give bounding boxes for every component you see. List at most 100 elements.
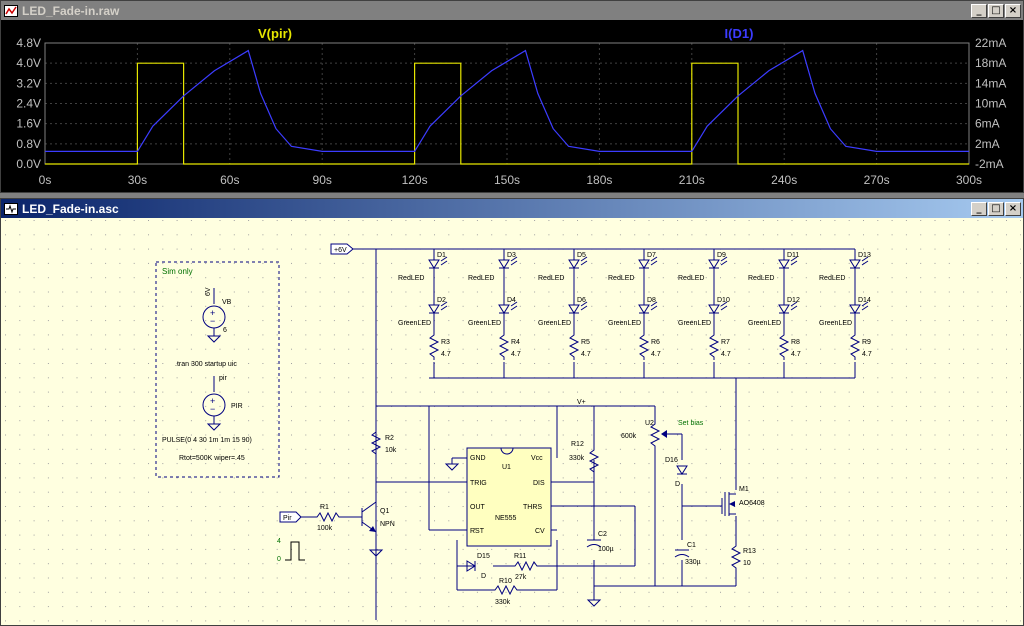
close-button[interactable]: × <box>1005 3 1021 18</box>
resistor-r3[interactable]: R34.7 <box>428 332 451 362</box>
x-tick: 120s <box>402 173 428 187</box>
transistor-q1[interactable]: Q1 NPN <box>361 501 395 557</box>
mosfet-m1[interactable]: M1 AO6408 <box>724 486 765 516</box>
led-array: D1RedLEDD2GreenLEDR34.7D3RedLEDD4GreenLE… <box>398 249 872 378</box>
close-button[interactable]: × <box>1005 201 1021 216</box>
svg-text:OUT: OUT <box>470 504 486 511</box>
svg-text:R11: R11 <box>514 553 526 560</box>
resistor-r9[interactable]: R94.7 <box>849 332 872 362</box>
schematic-canvas[interactable]: Sim only 6V + − VB 6 .tran 300 startup u… <box>5 220 1021 624</box>
svg-text:GND: GND <box>470 455 486 462</box>
waveform-app-icon <box>4 4 18 17</box>
svg-text:CV: CV <box>535 528 545 535</box>
resistor-r5[interactable]: R54.7 <box>568 332 591 362</box>
ground-icon <box>586 599 602 607</box>
resistor-r12[interactable]: R12 330k <box>569 441 600 476</box>
resistor-value: 4.7 <box>511 351 521 358</box>
sim-only-box[interactable]: Sim only 6V + − VB 6 .tran 300 startup u… <box>155 261 280 478</box>
rtot-spec[interactable]: Rtot=500K wiper=.45 <box>179 455 245 462</box>
led-name: D12 <box>787 297 800 304</box>
svg-text:TRIG: TRIG <box>470 480 487 487</box>
svg-text:Vcc: Vcc <box>531 455 543 462</box>
led-model: RedLED <box>468 275 494 282</box>
resistor-r2[interactable]: R2 10k <box>370 426 397 460</box>
schematic-app-icon <box>4 202 18 215</box>
y-left-tick: 3.2V <box>16 76 41 90</box>
resistor-r13[interactable]: R13 10 <box>730 542 756 572</box>
resistor-value: 4.7 <box>651 351 661 358</box>
net-flag-6v[interactable]: +6V <box>330 243 354 255</box>
resistor-name: R3 <box>441 339 450 346</box>
maximize-button[interactable]: □ <box>988 201 1004 216</box>
tran-directive[interactable]: .tran 300 startup uic <box>175 361 237 368</box>
pulse-spec[interactable]: PULSE(0 4 30 1m 1m 15 90) <box>162 437 252 444</box>
resistor-name: R4 <box>511 339 520 346</box>
led-model: RedLED <box>678 275 704 282</box>
vb-node-label: 6 <box>223 327 227 334</box>
resistor-r8[interactable]: R84.7 <box>778 332 801 362</box>
pulse-waveform-icon: 4 0 <box>277 538 305 563</box>
resistor-r7[interactable]: R74.7 <box>708 332 731 362</box>
led-name: D2 <box>437 297 446 304</box>
potentiometer-u2[interactable]: U2 600k Set bias <box>621 420 704 448</box>
resistor-r6[interactable]: R64.7 <box>638 332 661 362</box>
svg-text:10: 10 <box>743 560 751 567</box>
led-model: GreenLED <box>468 320 501 327</box>
resistor-name: R7 <box>721 339 730 346</box>
minimize-button[interactable]: _ <box>971 201 987 216</box>
capacitor-c2[interactable]: C2 100µ <box>586 531 614 553</box>
led-name: D5 <box>577 252 586 259</box>
svg-text:NE555: NE555 <box>495 515 517 522</box>
net-flag-pir[interactable]: Pir <box>279 511 302 523</box>
diode-d16[interactable]: D16 D <box>665 457 688 488</box>
led-model: GreenLED <box>398 320 431 327</box>
trace-label-vpir[interactable]: V(pir) <box>258 26 292 41</box>
minimize-button[interactable]: _ <box>971 3 987 18</box>
ground-icon <box>206 335 222 343</box>
maximize-button[interactable]: □ <box>988 3 1004 18</box>
y-left-tick: 4.0V <box>16 56 41 70</box>
resistor-name: R9 <box>862 339 871 346</box>
diode-d15[interactable]: D15 D <box>466 553 490 580</box>
svg-text:DIS: DIS <box>533 480 545 487</box>
waveform-titlebar[interactable]: LED_Fade-in.raw _ □ × <box>1 1 1023 20</box>
ne555-ic[interactable]: U1 GND Vcc TRIG DIS OUT THRS RST CV NE55… <box>444 447 552 547</box>
resistor-value: 4.7 <box>581 351 591 358</box>
resistor-r1[interactable]: R1 100k <box>313 504 341 532</box>
led-model: RedLED <box>748 275 774 282</box>
y-right-tick: 2mA <box>975 137 1000 151</box>
capacitor-c1[interactable]: C1 330µ <box>674 542 701 566</box>
svg-text:C2: C2 <box>598 531 607 538</box>
schematic-titlebar[interactable]: LED_Fade-in.asc _ □ × <box>1 199 1023 218</box>
led-model: RedLED <box>538 275 564 282</box>
resistor-value: 4.7 <box>791 351 801 358</box>
x-tick: 0s <box>39 173 52 187</box>
resistor-r10[interactable]: R10 330k <box>491 578 523 606</box>
svg-text:D: D <box>481 573 486 580</box>
resistor-r11[interactable]: R11 27k <box>511 553 541 581</box>
led-name: D6 <box>577 297 586 304</box>
y-right-tick: 6mA <box>975 117 1000 131</box>
pir-node-label: pir <box>219 375 227 382</box>
resistor-r4[interactable]: R4 4.7 <box>498 332 521 362</box>
trace-label-id1[interactable]: I(D1) <box>725 26 754 41</box>
schematic-window[interactable]: LED_Fade-in.asc _ □ × Sim only 6V + − VB… <box>0 198 1024 626</box>
